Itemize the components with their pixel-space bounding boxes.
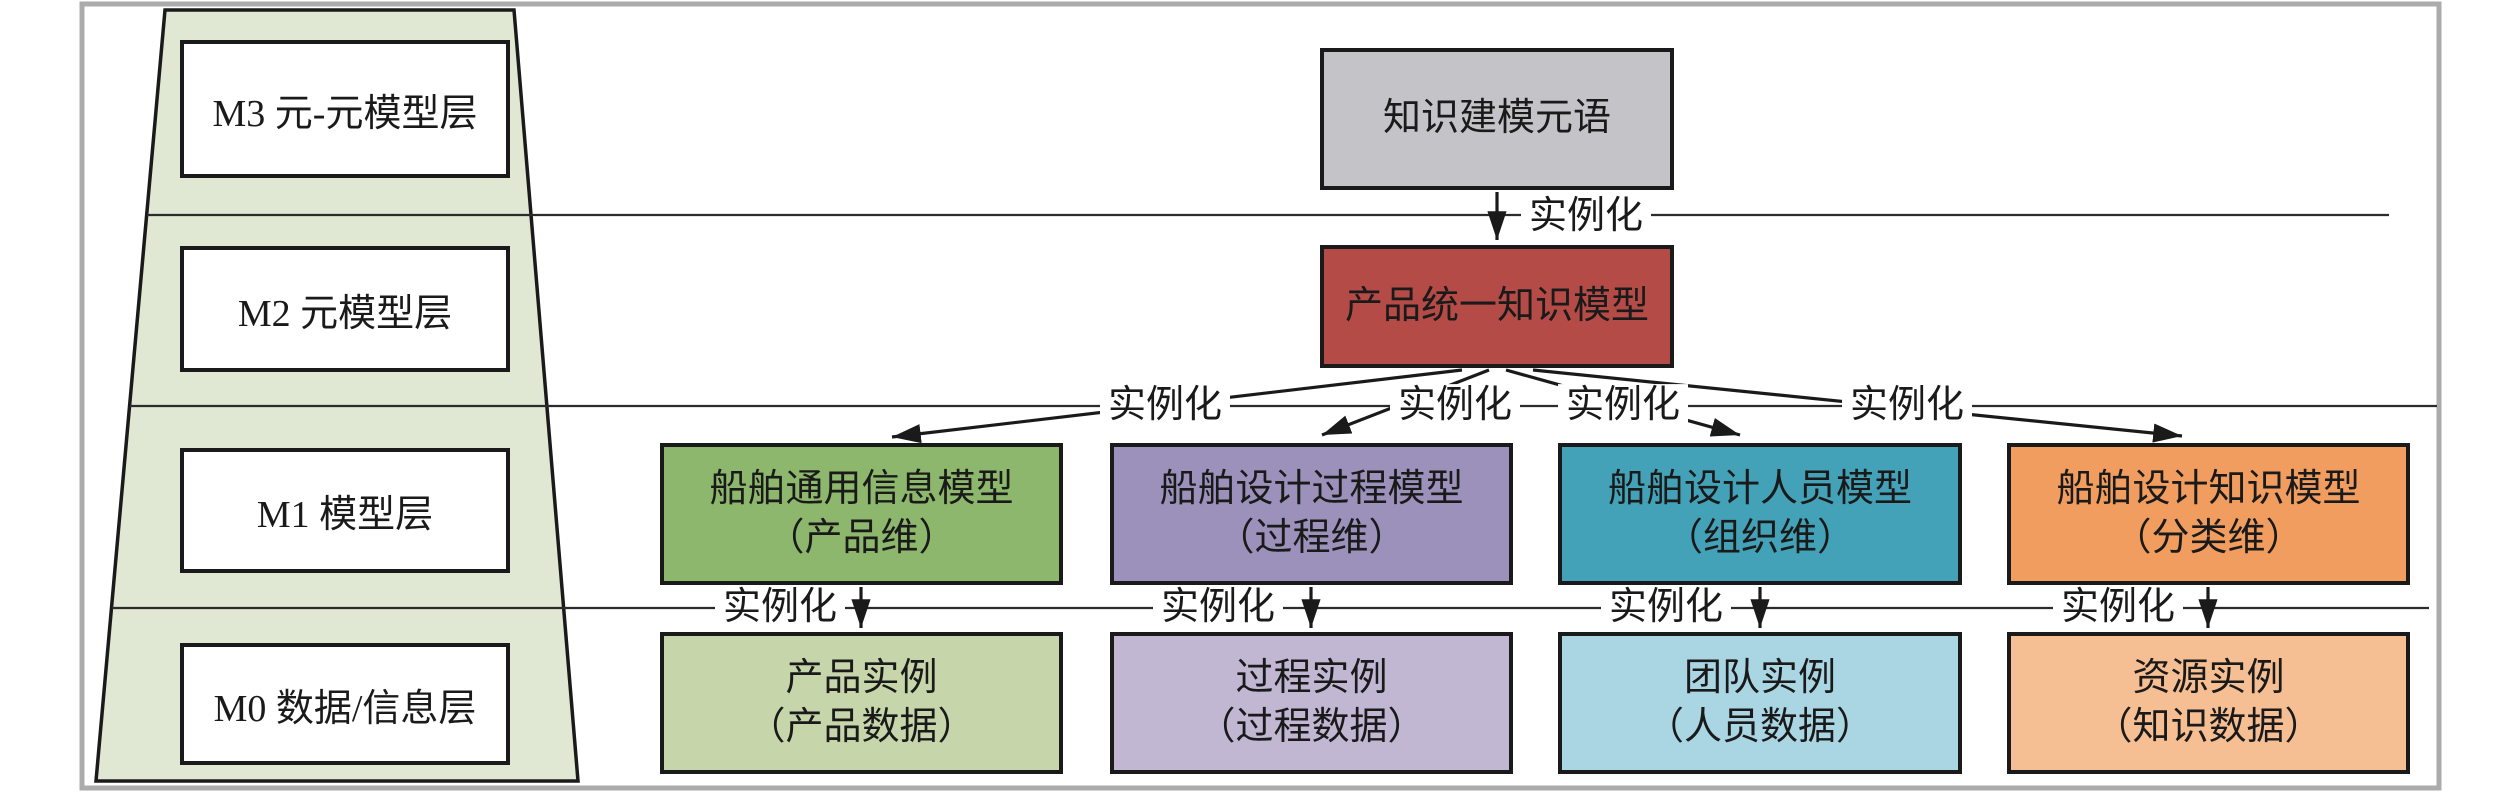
pyramid-layer-m2: M2 元模型层	[180, 246, 510, 372]
pyramid-layer-m0-label: M0 数据/信息层	[213, 687, 477, 730]
instantiation-label-mid-2: 实例化	[1389, 384, 1521, 428]
pyramid-layer-m3: M3 元-元模型层	[180, 40, 510, 178]
instantiation-label-top: 实例化	[1520, 195, 1652, 239]
ship-design-personnel-model-line1: 船舶设计人员模型	[1607, 467, 1912, 510]
instantiation-label-mid-4: 实例化	[1841, 384, 1973, 428]
ship-design-process-model-line2: （过程维）	[1216, 517, 1407, 559]
product-instance-line1: 产品实例	[785, 656, 938, 699]
team-instance-line1: 团队实例	[1683, 656, 1836, 699]
knowledge-modeling-primitives-label: 知识建模元语	[1382, 97, 1611, 140]
instantiation-label-bottom-4: 实例化	[2052, 586, 2184, 630]
pyramid-layer-m0: M0 数据/信息层	[180, 643, 510, 765]
product-instance-line2: （产品数据）	[747, 706, 976, 748]
instantiation-label-bottom-2: 实例化	[1152, 586, 1284, 630]
pyramid-layer-m2-label: M2 元模型层	[237, 292, 453, 335]
team-instance-line2: （人员数据）	[1645, 706, 1874, 748]
product-instance-box: 产品实例 （产品数据）	[660, 632, 1063, 774]
resource-instance-line1: 资源实例	[2132, 656, 2285, 699]
unified-product-knowledge-model-label: 产品统一知识模型	[1344, 284, 1649, 327]
ship-design-personnel-model-box: 船舶设计人员模型 （组织维）	[1558, 443, 1962, 585]
ship-design-personnel-model-line2: （组织维）	[1664, 517, 1855, 559]
resource-instance-box: 资源实例 （知识数据）	[2007, 632, 2410, 774]
process-instance-line1: 过程实例	[1235, 656, 1388, 699]
instantiation-label-mid-1: 实例化	[1099, 384, 1231, 428]
ship-design-process-model-box: 船舶设计过程模型 （过程维）	[1110, 443, 1513, 585]
unified-product-knowledge-model-box: 产品统一知识模型	[1320, 245, 1674, 368]
ship-general-info-model-box: 船舶通用信息模型 （产品维）	[660, 443, 1063, 585]
pyramid-layer-m3-label: M3 元-元模型层	[212, 92, 478, 135]
instantiation-label-bottom-3: 实例化	[1600, 586, 1732, 630]
instantiation-label-bottom-1: 实例化	[714, 586, 846, 630]
pyramid-layer-m1-label: M1 模型层	[256, 494, 434, 536]
process-instance-box: 过程实例 （过程数据）	[1110, 632, 1513, 774]
ship-general-info-model-line1: 船舶通用信息模型	[709, 467, 1014, 510]
ship-design-knowledge-model-line1: 船舶设计知识模型	[2056, 467, 2361, 510]
process-instance-line2: （过程数据）	[1197, 706, 1426, 748]
instantiation-label-mid-3: 实例化	[1557, 384, 1689, 428]
knowledge-modeling-primitives-box: 知识建模元语	[1320, 48, 1674, 190]
team-instance-box: 团队实例 （人员数据）	[1558, 632, 1962, 774]
resource-instance-line2: （知识数据）	[2094, 706, 2323, 748]
ship-design-process-model-line1: 船舶设计过程模型	[1159, 467, 1464, 510]
ship-design-knowledge-model-line2: （分类维）	[2113, 517, 2304, 559]
pyramid-layer-m1: M1 模型层	[180, 448, 510, 573]
ship-general-info-model-line2: （产品维）	[766, 517, 957, 559]
ship-design-knowledge-model-box: 船舶设计知识模型 （分类维）	[2007, 443, 2410, 585]
